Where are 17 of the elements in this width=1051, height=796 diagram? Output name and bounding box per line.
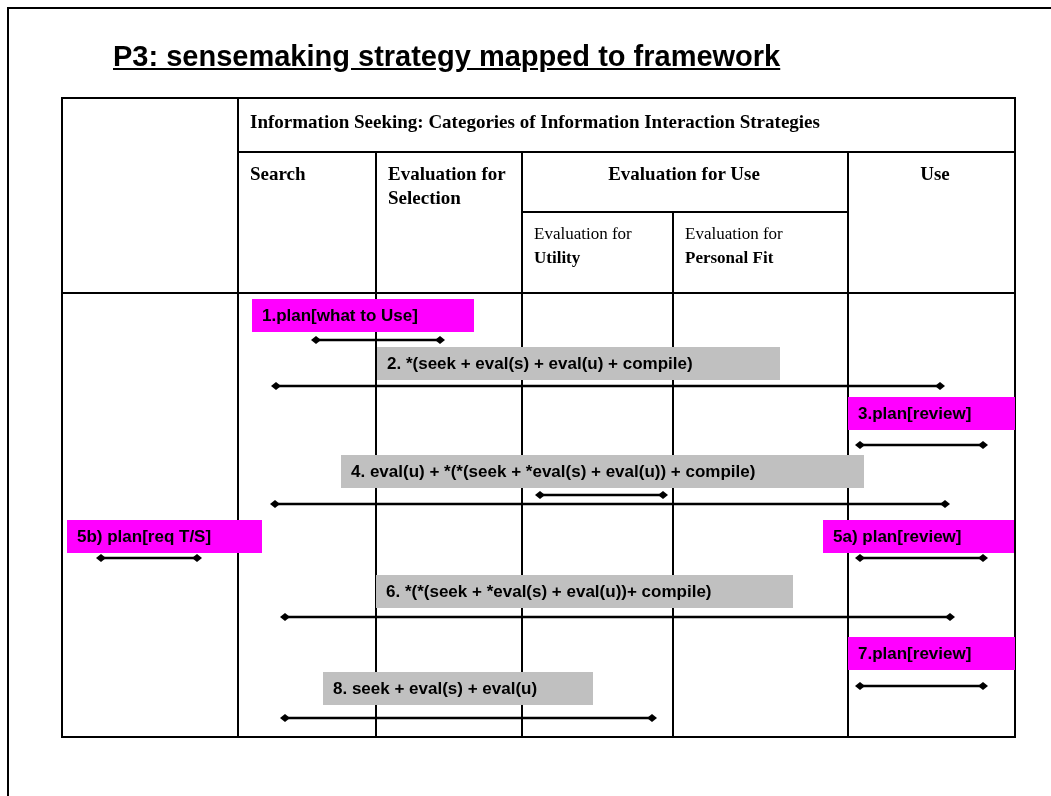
strategy-step-box: 2. *(seek + eval(s) + eval(u) + compile) xyxy=(377,347,780,380)
plan-step-box: 5a) plan[review] xyxy=(823,520,1014,553)
column-header: Use xyxy=(919,162,951,186)
plan-step-box: 1.plan[what to Use] xyxy=(252,299,474,332)
strategy-step-box: 4. eval(u) + *(*(seek + *eval(s) + eval(u)) + compile) xyxy=(341,455,864,488)
strategy-step-box: 6. *(*(seek + *eval(s) + eval(u))+ compile) xyxy=(376,575,793,608)
column-header: Search xyxy=(250,162,307,186)
plan-step-box: 7.plan[review] xyxy=(848,637,1015,670)
column-header: Evaluation for Selection xyxy=(388,162,507,210)
plan-step-box: 3.plan[review] xyxy=(848,397,1015,430)
column-header: Evaluation for Use xyxy=(607,162,761,186)
plan-step-box: 5b) plan[req T/S] xyxy=(67,520,262,553)
column-group-header: Information Seeking: Categories of Information Interaction Strategies xyxy=(250,110,821,134)
strategy-step-box: 8. seek + eval(s) + eval(u) xyxy=(323,672,593,705)
subcolumn-header: Evaluation for Utility xyxy=(534,223,633,269)
slide-title: P3: sensemaking strategy mapped to framework xyxy=(113,40,781,73)
subcolumn-header: Evaluation for Personal Fit xyxy=(685,223,784,269)
